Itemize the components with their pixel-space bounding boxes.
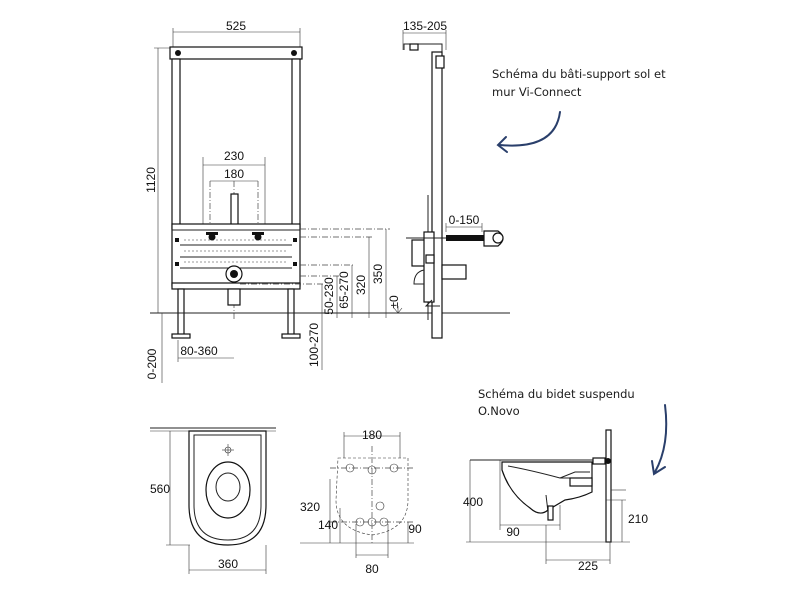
caption-bidet-line2: O.Novo bbox=[478, 404, 520, 418]
bidet-side-view: 400 90 210 225 bbox=[463, 429, 648, 573]
curved-arrow-down-icon bbox=[654, 404, 668, 473]
frame-side-view: 135-205 0-150 bbox=[402, 19, 504, 339]
dim-0-150: 0-150 bbox=[449, 213, 480, 227]
dim-90-holes: 90 bbox=[408, 522, 422, 536]
dim-320: 320 bbox=[354, 275, 368, 295]
caption-frame: Schéma du bâti-support sol et mur Vi-Con… bbox=[492, 67, 666, 153]
dim-400-side: 400 bbox=[463, 495, 483, 509]
caption-bidet: Schéma du bidet suspendu O.Novo bbox=[478, 387, 668, 476]
bidet-hole-template: 180 320 140 90 80 bbox=[300, 428, 422, 576]
curved-arrow-icon bbox=[499, 111, 561, 147]
dim-360: 360 bbox=[218, 557, 238, 571]
caption-frame-line1: Schéma du bâti-support sol et bbox=[492, 67, 666, 81]
frame-front-view: 525 1120 230 180 bbox=[144, 19, 510, 383]
dim-80-360: 80-360 bbox=[180, 344, 218, 358]
dim-180: 180 bbox=[224, 167, 244, 181]
dim-65-270: 65-270 bbox=[337, 271, 351, 309]
dim-210-side: 210 bbox=[628, 512, 648, 526]
caption-frame-line2: mur Vi-Connect bbox=[492, 85, 582, 99]
bidet-top-view: 560 360 bbox=[150, 427, 276, 574]
dim-140-holes: 140 bbox=[318, 518, 338, 532]
dim-135-205: 135-205 bbox=[403, 19, 447, 33]
dim-1120: 1120 bbox=[144, 167, 158, 193]
dim-525: 525 bbox=[226, 19, 246, 33]
dim-350: 350 bbox=[371, 264, 385, 284]
dim-320-holes: 320 bbox=[300, 500, 320, 514]
dim-180-holes: 180 bbox=[362, 428, 382, 442]
caption-bidet-line1: Schéma du bidet suspendu bbox=[478, 387, 635, 401]
dim-230: 230 bbox=[224, 149, 244, 163]
dim-zero: ±0 bbox=[387, 295, 401, 309]
dim-80-holes: 80 bbox=[365, 562, 379, 576]
dim-560: 560 bbox=[150, 482, 170, 496]
dim-50-230: 50-230 bbox=[322, 277, 336, 315]
dim-225-side: 225 bbox=[578, 559, 598, 573]
dim-0-200: 0-200 bbox=[145, 348, 159, 379]
dim-90-side: 90 bbox=[506, 525, 520, 539]
dim-100-270: 100-270 bbox=[307, 323, 321, 367]
